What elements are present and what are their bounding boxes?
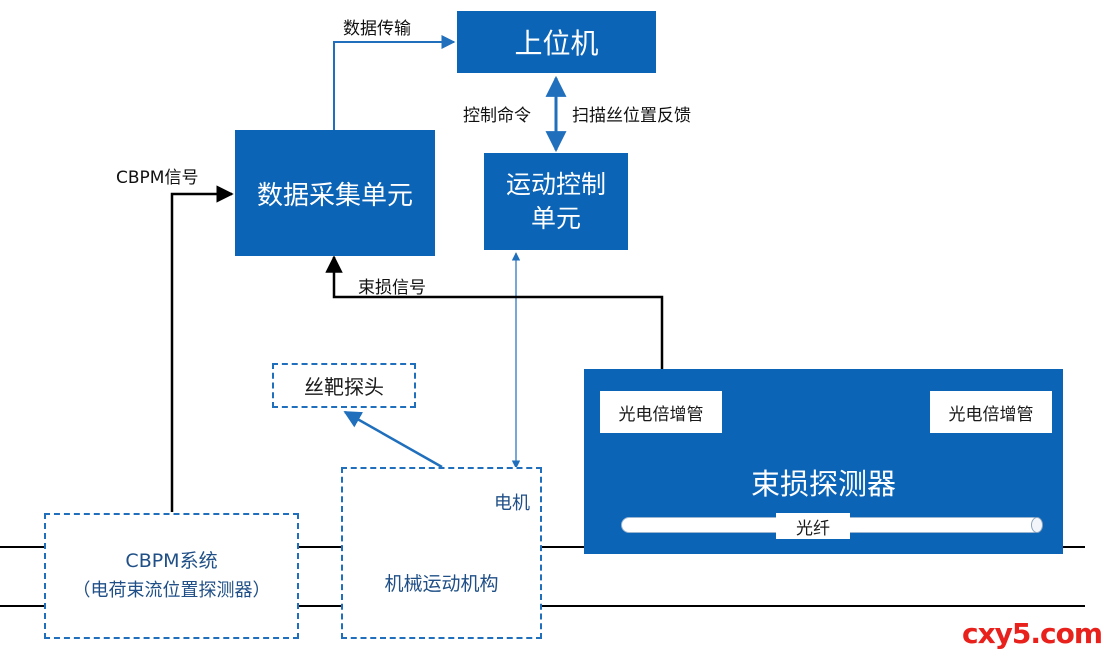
fiber-tube-end <box>1031 517 1043 533</box>
wire-probe-label: 丝靶探头 <box>304 375 384 399</box>
beam-loss-detector-label: 束损探测器 <box>750 467 896 501</box>
motion-control-label-line1: 运动控制 <box>505 169 606 199</box>
cbpm-signal-label: CBPM信号 <box>116 168 199 188</box>
data-transfer-label: 数据传输 <box>343 19 411 39</box>
scan-feedback-label: 扫描丝位置反馈 <box>572 106 691 126</box>
fiber-label: 光纤 <box>796 518 830 539</box>
beam-loss-signal-arrow <box>325 255 664 390</box>
fiber-tag: 光纤 <box>776 513 850 539</box>
motion-control-node: 运动控制 单元 <box>484 153 628 250</box>
mech-motion-label: 机械运动机构 <box>384 573 499 595</box>
control-command-label: 控制命令 <box>463 106 531 126</box>
motor-label: 电机 <box>494 493 530 514</box>
watermark-text: cxy5.com <box>962 617 1102 650</box>
mech-probe-arrow <box>343 410 443 469</box>
beam-loss-detector-node: 光电倍增管 光电倍增管 束损探测器 光纤 <box>584 369 1063 554</box>
cbpm-label-line2: （电荷束流位置探测器） <box>72 580 271 601</box>
pmt-right-label: 光电倍增管 <box>948 404 1034 425</box>
cbpm-signal-arrow <box>170 185 234 512</box>
wire-probe-node: 丝靶探头 <box>272 363 416 408</box>
beam-loss-signal-label: 束损信号 <box>358 278 426 298</box>
host-pc-node: 上位机 <box>457 11 656 73</box>
mech-motion-node: 电机 机械运动机构 <box>341 467 542 639</box>
data-transfer-arrow <box>333 35 456 130</box>
pmt-right-tag: 光电倍增管 <box>930 391 1052 433</box>
daq-unit-label: 数据采集单元 <box>256 180 413 211</box>
motion-control-label-line2: 单元 <box>530 203 581 233</box>
pmt-left-label: 光电倍增管 <box>618 404 704 425</box>
host-pc-label: 上位机 <box>514 27 599 60</box>
daq-unit-node: 数据采集单元 <box>235 130 435 256</box>
cbpm-label-line1: CBPM系统 <box>125 550 218 572</box>
pmt-left-tag: 光电倍增管 <box>600 391 722 433</box>
cbpm-system-node: CBPM系统 （电荷束流位置探测器） <box>44 513 299 639</box>
